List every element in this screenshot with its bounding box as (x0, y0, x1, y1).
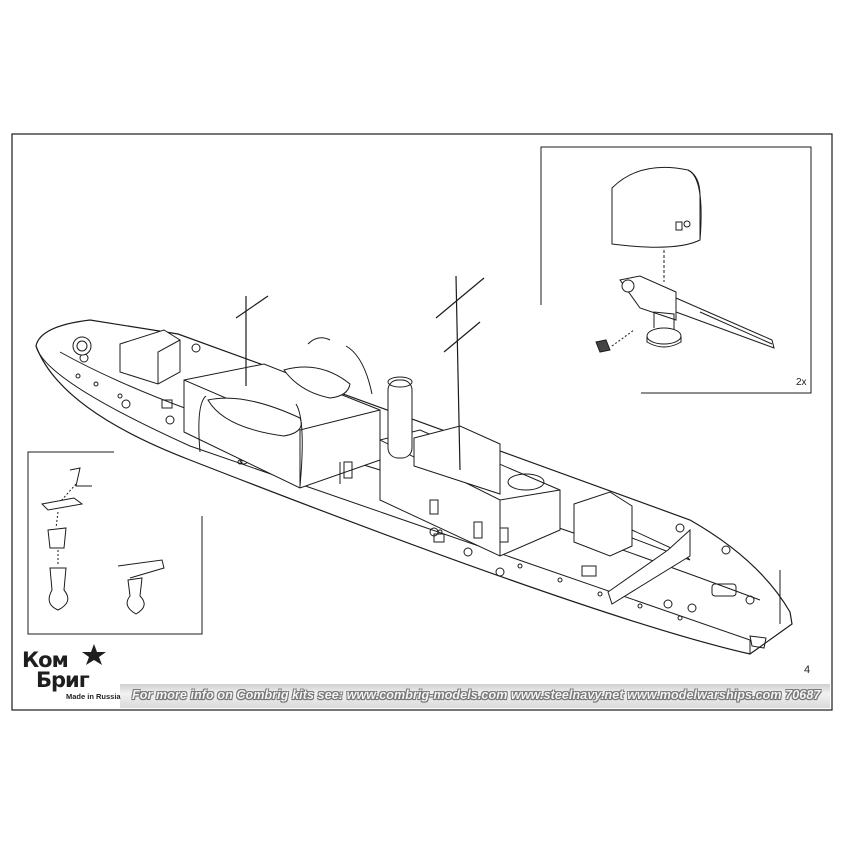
masts (235, 275, 485, 471)
ship-hull (35, 275, 793, 655)
stern-fittings (161, 399, 781, 649)
page-frame (11, 133, 833, 711)
lifeboats (198, 337, 373, 487)
turret-detail-inset (540, 146, 812, 394)
footer-info-text: For more info on Combrig kits see: www.c… (132, 688, 821, 702)
aa-gun-detail-inset (27, 451, 203, 635)
logo-line-1: Ком (22, 648, 69, 672)
footer-bar (120, 684, 830, 708)
funnel (387, 376, 413, 459)
page-number: 4 (804, 664, 811, 676)
forward-turret (72, 329, 181, 385)
deck-gun (595, 275, 775, 353)
quantity-label: 2x (796, 377, 807, 388)
made-in-russia: Made in Russia (66, 692, 121, 701)
logo-line-2: Бриг (36, 668, 90, 692)
aft-turret (573, 491, 691, 605)
gun-shield (611, 166, 701, 248)
star-icon (82, 644, 106, 665)
